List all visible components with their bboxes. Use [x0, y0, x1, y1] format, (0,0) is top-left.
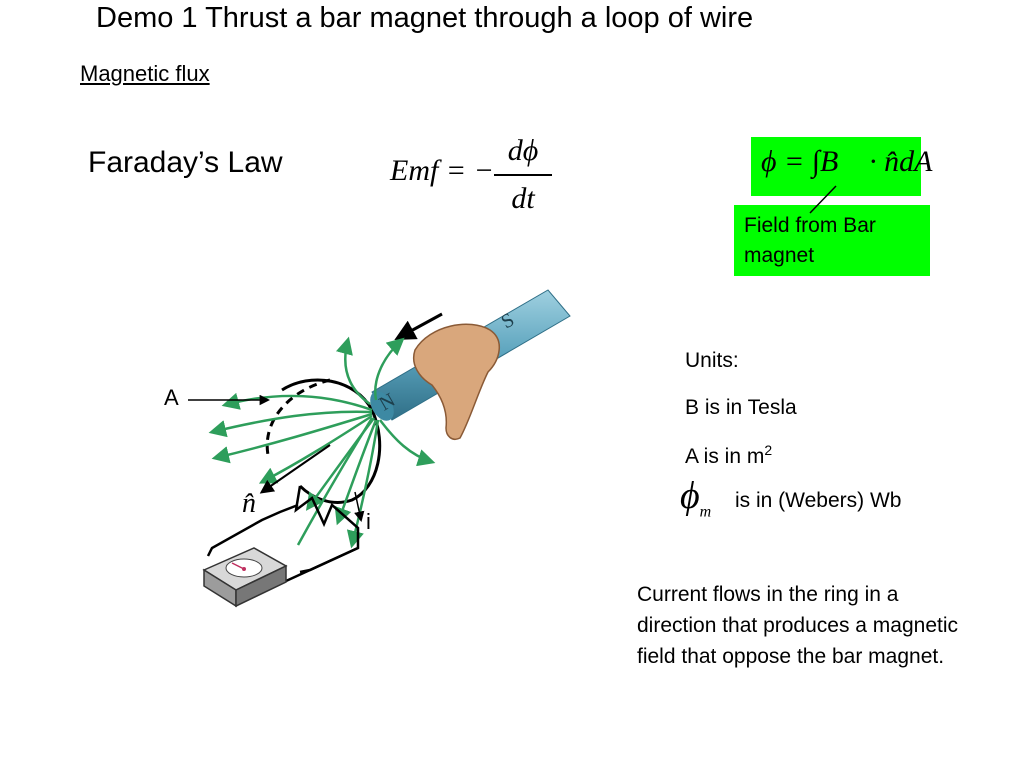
faraday-law-label: Faraday’s Law	[88, 146, 283, 179]
motion-arrow	[394, 312, 443, 341]
emf-numerator: dϕ	[507, 134, 539, 167]
field-box-line2: magnet	[744, 244, 815, 267]
slide-title: Demo 1 Thrust a bar magnet through a loo…	[96, 2, 754, 34]
field-box-line1: Field from Bar	[744, 214, 876, 237]
units-area-sup: 2	[764, 442, 773, 458]
area-label: A	[164, 385, 179, 410]
phi-symbol: ϕ	[680, 475, 700, 517]
units-area: A is in m2	[685, 442, 772, 469]
current-label: i	[366, 509, 371, 534]
phi-subscript: m	[699, 503, 712, 521]
units-webers: is in (Webers) Wb	[735, 489, 902, 512]
field-from-bar-magnet-box: Field from Bar magnet	[734, 205, 930, 276]
loop-front-half	[281, 378, 382, 504]
slide-subtitle: Magnetic flux	[80, 61, 210, 86]
fraction-bar	[494, 174, 552, 176]
current-arrow	[354, 491, 365, 523]
flux-equation: ϕ = ∫B⃗ · n̂dA	[761, 145, 933, 178]
emf-denominator: dt	[511, 182, 535, 215]
units-heading: Units:	[685, 349, 739, 372]
normal-vector-arrow	[259, 444, 331, 494]
emf-equation: Emf = − dϕ dt	[390, 134, 570, 220]
field-pointer-line	[809, 185, 837, 214]
emf-fraction: dϕ dt	[494, 134, 552, 216]
emf-lhs: Emf = −	[390, 154, 494, 187]
units-area-text: A is in m	[685, 445, 765, 468]
hand-image	[413, 323, 500, 440]
current-direction-note: Current flows in the ring in a direction…	[637, 583, 959, 668]
normal-vector-label: n̂	[242, 488, 256, 519]
galvanometer	[202, 547, 288, 608]
units-tesla: B is in Tesla	[685, 396, 797, 419]
phi-m-symbol: ϕm	[680, 474, 711, 522]
loop-back-half	[265, 378, 331, 456]
